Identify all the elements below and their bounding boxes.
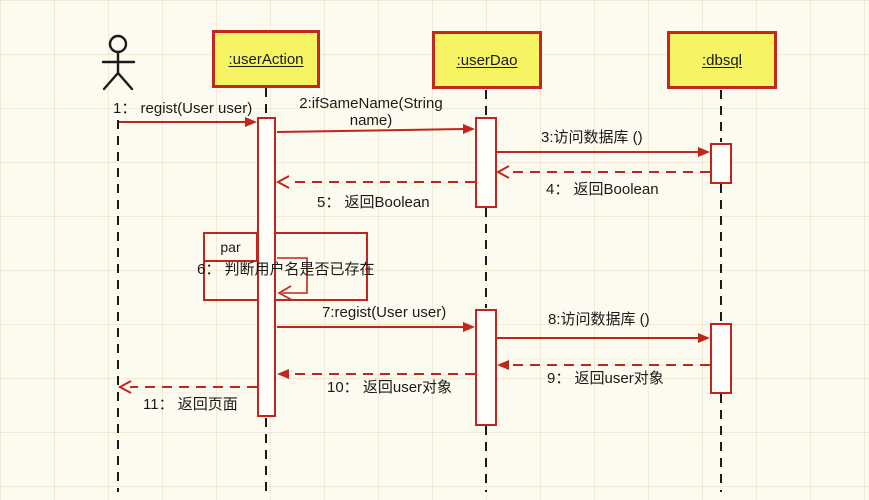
message-8-arrow <box>497 333 710 343</box>
activation-userdao-1 <box>475 117 497 208</box>
object-label-useraction: :userAction <box>228 50 304 68</box>
object-label-dbsql: :dbsql <box>701 51 743 69</box>
object-box-userdao: :userDao <box>432 31 542 89</box>
object-box-useraction: :userAction <box>212 30 320 88</box>
message-5-label: 5： 返回Boolean <box>317 194 430 211</box>
message-4-arrow <box>495 165 710 179</box>
message-1-label: 1： regist(User user) <box>113 100 253 117</box>
message-9-label: 9： 返回user对象 <box>547 370 664 387</box>
message-8-label: 8:访问数据库 () <box>548 311 650 328</box>
message-11-arrow <box>117 380 257 394</box>
message-5-arrow <box>275 175 475 189</box>
par-operator-label: par <box>220 239 241 255</box>
message-4-label: 4： 返回Boolean <box>546 181 659 198</box>
message-7-arrow <box>277 322 475 332</box>
object-box-dbsql: :dbsql <box>667 31 777 89</box>
message-3-label: 3:访问数据库 () <box>541 129 643 146</box>
message-10-arrow <box>277 369 475 379</box>
message-3-arrow <box>497 147 710 157</box>
message-1-arrow <box>119 117 257 127</box>
message-11-label: 11： 返回页面 <box>143 396 238 413</box>
message-6-label: 6： 判断用户名是否已存在 <box>197 261 375 278</box>
activation-userdao-2 <box>475 309 497 426</box>
message-7-label: 7:regist(User user) <box>322 304 447 321</box>
par-operator-box: par <box>203 232 258 262</box>
activation-dbsql-1 <box>710 143 732 184</box>
activation-dbsql-2 <box>710 323 732 394</box>
message-9-arrow <box>497 360 710 370</box>
message-10-label: 10： 返回user对象 <box>327 379 453 396</box>
object-label-userdao: :userDao <box>456 51 518 69</box>
message-2-label: 2:ifSameName(String name) <box>299 95 443 129</box>
actor-figure-icon <box>101 34 136 91</box>
